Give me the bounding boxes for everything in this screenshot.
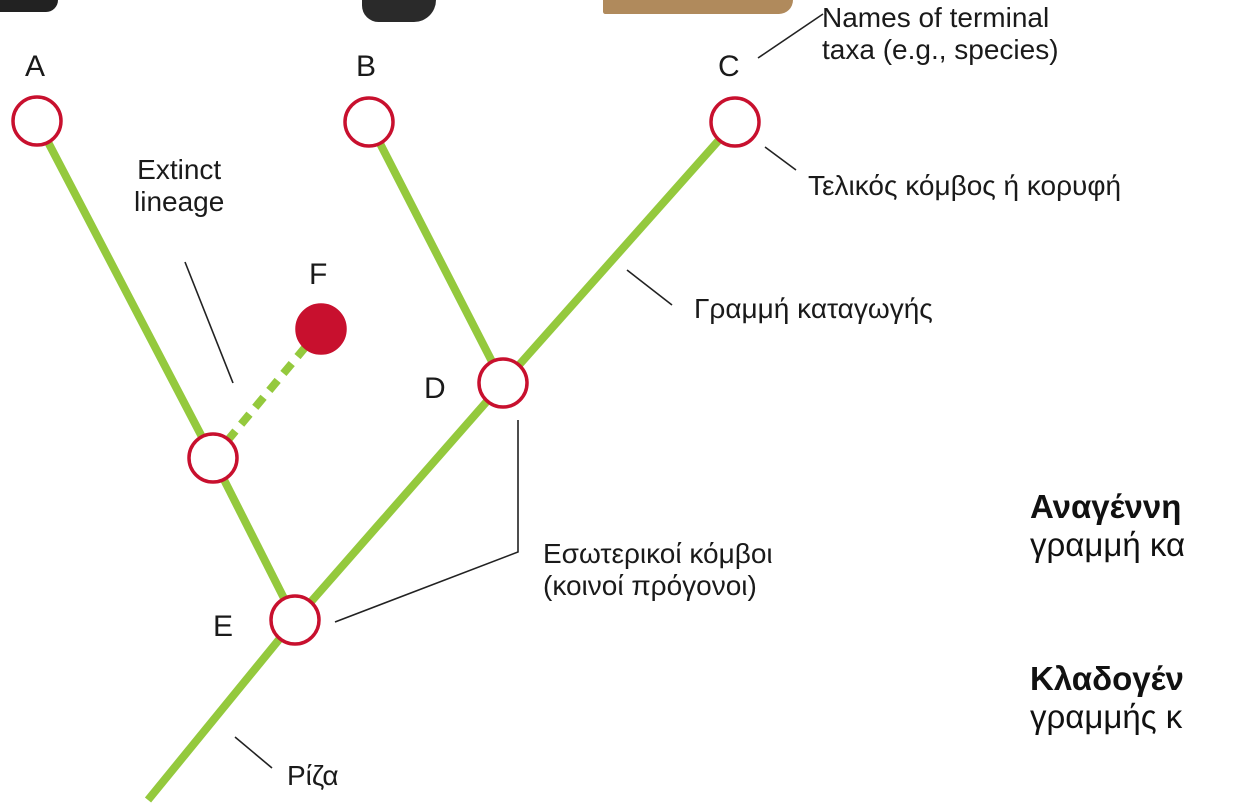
cladogenesis-definition: γραμμής κ <box>1030 697 1183 735</box>
leader-terminal-node <box>764 146 797 171</box>
extinct-lineage-label: Extinct lineage <box>134 154 224 218</box>
cladogenesis-text: Κλαδογέν γραμμής κ <box>1030 660 1184 736</box>
terminal-taxa-label-line2: taxa (e.g., species) <box>822 34 1059 66</box>
branch-extinct-dashed <box>209 329 322 461</box>
branch-e-to-extinct-node <box>209 456 299 622</box>
terminal-node-a <box>11 95 63 147</box>
extinct-lineage-label-line1: Extinct <box>137 154 222 185</box>
terminal-node-c <box>709 96 761 148</box>
photo-middle <box>362 0 436 22</box>
anagenesis-term: Αναγέννη <box>1030 488 1182 525</box>
terminal-taxa-label-line1: Names of terminal <box>822 2 1050 33</box>
extinct-node-f <box>295 303 347 355</box>
branch-d-to-c <box>500 119 738 386</box>
leader-lineage <box>626 269 673 306</box>
photo-right <box>603 0 793 14</box>
node-label-c: C <box>718 50 740 83</box>
internal-nodes-label-line2: (κοινοί πρόγονοι) <box>543 570 757 602</box>
internal-node-e <box>269 594 321 646</box>
leader-terminal-taxa <box>757 13 824 59</box>
anagenesis-text: Αναγέννη γραμμή κα <box>1030 488 1185 564</box>
internal-node-extinct <box>187 432 239 484</box>
leader-internal-nodes <box>334 420 519 623</box>
node-label-b: B <box>356 50 377 83</box>
terminal-taxa-label: Names of terminal taxa (e.g., species) <box>822 2 1059 66</box>
internal-node-d <box>477 357 529 409</box>
photo-left <box>0 0 58 12</box>
terminal-node-label: Τελικός κόμβος ή κορυφή <box>808 170 1122 201</box>
leader-root <box>234 736 273 769</box>
extinct-lineage-label-line2: lineage <box>134 186 225 218</box>
branch-e-to-d <box>291 380 507 623</box>
branch-extinct-node-to-a <box>33 119 217 460</box>
internal-nodes-label: Εσωτερικοί κόμβοι (κοινοί πρόγονοι) <box>543 538 773 602</box>
lineage-label: Γραμμή καταγωγής <box>694 293 933 324</box>
node-label-d: D <box>424 372 446 405</box>
terminal-node-b <box>343 96 395 148</box>
branch-root <box>144 617 299 803</box>
anagenesis-definition: γραμμή κα <box>1030 525 1186 563</box>
node-label-f: F <box>309 258 328 291</box>
root-label: Ρίζα <box>287 760 339 791</box>
internal-nodes-label-line1: Εσωτερικοί κόμβοι <box>543 538 773 569</box>
leader-extinct <box>184 261 234 384</box>
node-label-a: A <box>25 50 46 83</box>
node-label-e: E <box>213 610 234 643</box>
branch-d-to-b <box>365 120 507 385</box>
cladogenesis-term: Κλαδογέν <box>1030 660 1184 697</box>
